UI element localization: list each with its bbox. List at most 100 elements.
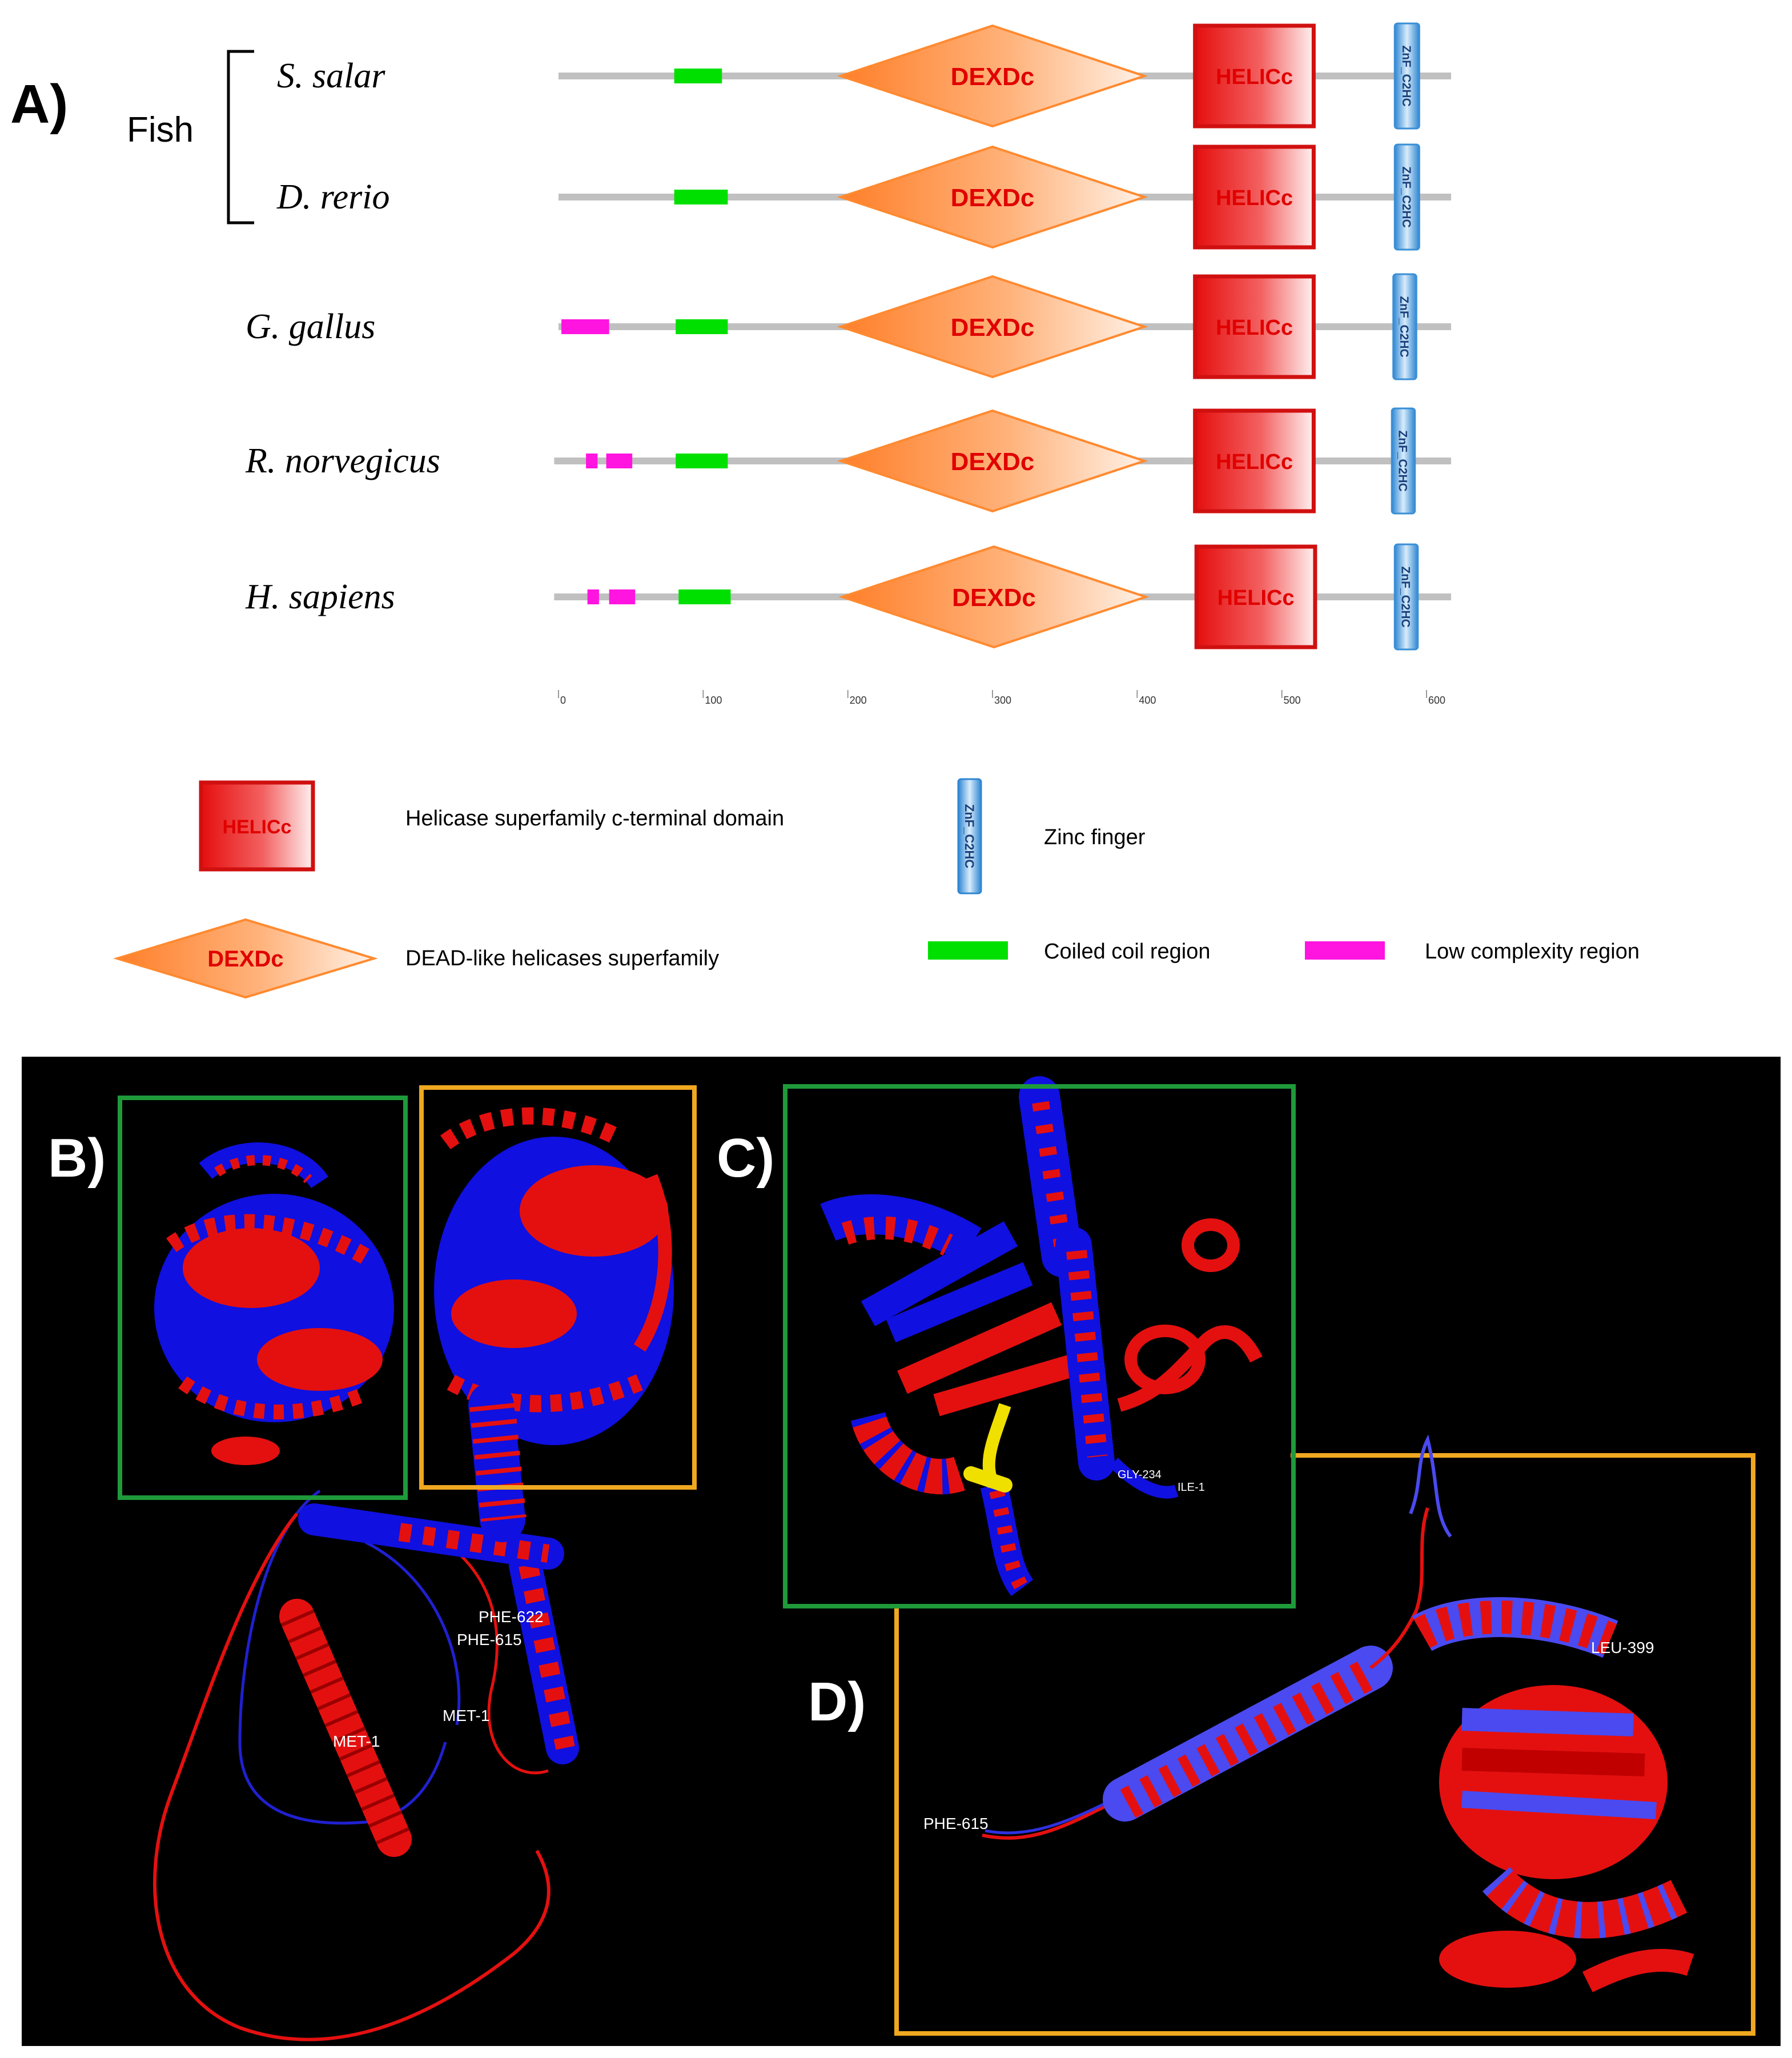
legend: HELICc Helicase superfamily c-terminal d… [113,778,1640,999]
panel-c-label: C) [717,1128,774,1189]
helicc-domain: HELICc [1194,544,1317,649]
panel-b-residue-met1-red: MET-1 [333,1732,380,1750]
coiled-coil-region [676,319,728,334]
helicc-domain-label: HELICc [1216,316,1293,340]
species-row-g-gallus: G. gallus DEXDc HELICc ZnF_C2HC [246,273,1452,380]
low-complexity-region [586,454,598,468]
panel-b-helix-center [468,1382,527,1542]
panel-b-residue-phe615: PHE-615 [457,1631,522,1648]
zinc-finger-domain: ZnF_C2HC [1393,143,1420,251]
legend-helicc-swatch-text: HELICc [223,816,292,838]
panel-a-label: A) [10,74,68,135]
dexdc-domain: DEXDc [837,24,1148,128]
axis-tick-label: 200 [850,695,867,706]
panel-d-label: D) [808,1671,866,1732]
dexdc-domain-label: DEXDc [951,63,1035,91]
legend-znf-label: Zinc finger [1044,825,1146,849]
panel-b: B) PHE-622 PHE-615 MET-1 MET-1 [48,1085,697,2041]
panel-d-linker [1369,1507,1429,1670]
structure-panels: B) PHE-622 PHE-615 MET-1 MET-1 [22,1057,1781,2046]
legend-coiled-coil-label: Coiled coil region [1044,940,1211,964]
helicc-domain-label: HELICc [1216,450,1293,474]
panel-c: C) GLY-234 ILE-1 [717,1076,1296,1608]
helicc-domain: HELICc [1193,408,1316,514]
panel-b-helix-long-red [279,1599,412,1857]
species-name-d-rerio: D. rerio [276,178,389,216]
axis-tick-label: 500 [1284,695,1301,706]
scale-axis: 0 100 200 300 400 500 600 [558,690,1445,706]
helicc-domain: HELICc [1193,145,1316,250]
helicc-domain: HELICc [1193,274,1316,379]
panel-b-loop-blue [238,1489,447,1825]
axis-tick-label: 0 [560,695,566,706]
legend-low-complexity-swatch [1305,941,1385,960]
panel-b-residue-phe622: PHE-622 [479,1608,544,1626]
zinc-finger-domain: ZnF_C2HC [1393,22,1420,130]
fish-bracket [227,50,254,224]
dexdc-domain-label: DEXDc [951,448,1035,476]
axis-tick-label: 300 [994,695,1011,706]
fish-group-label: Fish [127,110,194,150]
low-complexity-region [609,589,636,604]
legend-dexdc-swatch: DEXDc [113,918,378,999]
coiled-coil-region [678,589,731,604]
species-name-r-norvegicus: R. norvegicus [245,442,440,480]
dexdc-domain-label: DEXDc [951,184,1035,212]
coiled-coil-region [674,190,728,204]
zinc-finger-domain-label: ZnF_C2HC [1396,430,1409,491]
panel-c-domain [820,1076,1263,1596]
legend-helicc-label: Helicase superfamily c-terminal domain [405,807,784,831]
coiled-coil-region [674,69,722,83]
legend-helicc-swatch: HELICc [199,780,315,872]
helicc-domain: HELICc [1193,23,1316,129]
legend-low-complexity-label: Low complexity region [1425,940,1640,964]
axis-tick-label: 400 [1139,695,1156,706]
axis-tick-label: 100 [705,695,722,706]
legend-dexdc-label: DEAD-like helicases superfamily [405,946,719,970]
dexdc-domain-label: DEXDc [951,314,1035,342]
dexdc-domain: DEXDc [837,275,1148,379]
panel-d: PHE-615 LEU-399 D) [808,1434,1755,2036]
panel-b-helix-c-terminal [509,1548,579,1764]
zinc-finger-domain: ZnF_C2HC [1393,543,1419,651]
dexdc-domain: DEXDc [837,145,1148,249]
panel-d-residue-leu399: LEU-399 [1591,1639,1654,1656]
species-name-h-sapiens: H. sapiens [245,577,395,616]
legend-dexdc-swatch-text: DEXDc [207,946,283,972]
species-row-d-rerio: D. rerio DEXDc HELICc ZnF_C2HC [276,143,1452,251]
helicc-domain-label: HELICc [1216,186,1293,210]
legend-coiled-coil-swatch [928,941,1008,960]
helicc-domain-label: HELICc [1217,586,1294,610]
zinc-finger-domain-label: ZnF_C2HC [1400,166,1413,227]
dexdc-domain-label: DEXDc [952,584,1036,612]
species-row-h-sapiens: H. sapiens DEXDc HELICc ZnF_C2HC [245,543,1452,651]
panel-d-helix-long [1103,1646,1393,1822]
zinc-finger-domain-label: ZnF_C2HC [1397,296,1411,357]
low-complexity-region [606,454,633,468]
panel-c-box [783,1084,1296,1608]
panel-b-domain-dexdc [154,1142,394,1465]
zinc-finger-domain-label: ZnF_C2HC [1400,45,1413,106]
panel-d-c-terminal-tail-blue [985,1798,1115,1835]
panel-b-label: B) [48,1128,106,1189]
panel-c-residue-gly234: GLY-234 [1118,1469,1162,1481]
low-complexity-region [561,319,609,334]
dexdc-domain: DEXDc [837,409,1148,513]
panel-b-box-orange [419,1085,697,1490]
species-name-g-gallus: G. gallus [246,307,375,346]
panel-b-linker-blue [364,1541,461,1726]
zinc-finger-domain: ZnF_C2HC [1391,407,1416,515]
panel-d-domain [1412,1597,1694,1992]
panel-d-hairpin [1409,1434,1452,1538]
panel-b-residue-met1-blue: MET-1 [443,1707,489,1724]
panel-b-domain-helicc [434,1107,674,1542]
axis-tick-label: 600 [1428,695,1445,706]
species-row-r-norvegicus: R. norvegicus DEXDc HELICc ZnF_C2HC [245,407,1452,515]
panel-d-c-terminal-tail [982,1803,1109,1840]
low-complexity-region [587,589,599,604]
panel-d-residue-phe615: PHE-615 [923,1815,989,1832]
